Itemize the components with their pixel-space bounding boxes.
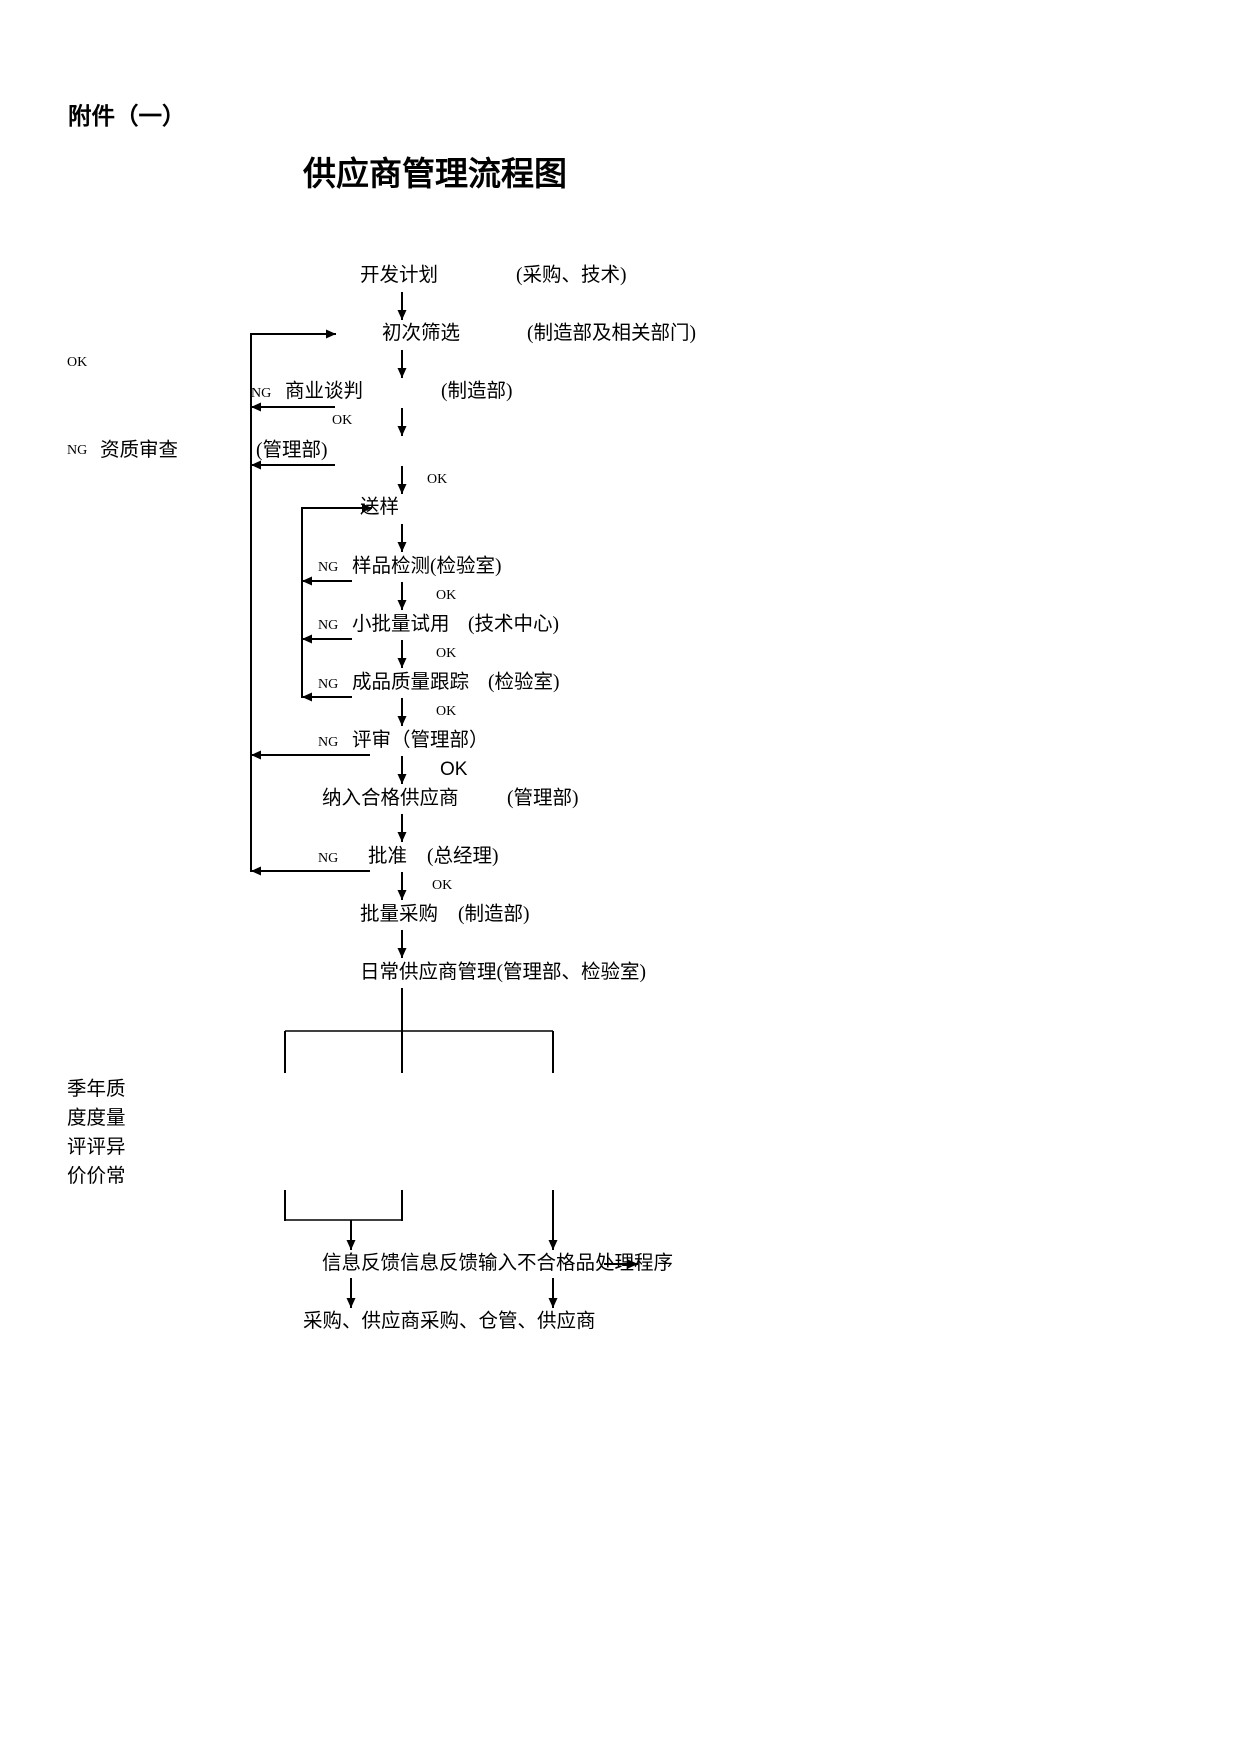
ng-label-review: NG [318, 735, 339, 750]
ng-label-approval: NG [318, 851, 339, 866]
node-tracking-dept: (检验室) [488, 672, 560, 693]
node-plan-dept: (采购、技术) [516, 265, 627, 286]
node-qualified-dept: (管理部) [507, 788, 579, 809]
node-trial-dept: (技术中心) [468, 614, 559, 635]
ng-label-tracking: NG [318, 677, 339, 692]
node-approval-dept: (总经理) [427, 846, 499, 867]
evaluation-row: 度度量 [67, 1108, 126, 1129]
node-review: 评审（管理部） [352, 730, 489, 752]
node-purchase-dept: (制造部) [458, 904, 530, 925]
node-plan-label: 开发计划 [360, 265, 439, 286]
node-negotiation-label: 商业谈判 [285, 381, 364, 402]
ok-label-left: OK [67, 355, 88, 370]
ok-label-negotiation: OK [332, 413, 353, 428]
node-trial-label: 小批量试用 [352, 614, 450, 635]
node-sample-test-label: 样品检测 [352, 556, 431, 577]
node-tracking-label: 成品质量跟踪 [352, 672, 470, 693]
ok-label-sample-test: OK [436, 588, 457, 603]
ng-label-trial: NG [318, 618, 339, 633]
ok-label-approval: OK [432, 878, 453, 893]
node-daily-label: 日常供应商管理 [360, 962, 497, 983]
evaluation-row: 价价常 [67, 1166, 126, 1187]
node-qualification-label: 资质审查 [100, 440, 179, 461]
node-review-label: 评审 [352, 730, 392, 751]
feedback-line: 信息反馈信息反馈输入不合格品处理程序 [322, 1253, 674, 1274]
ok-label-trial: OK [436, 646, 457, 661]
node-sample-test: 样品检测(检验室) [352, 556, 502, 578]
ok-label-qualification: OK [427, 472, 448, 487]
ok-label-tracking: OK [436, 704, 457, 719]
node-sample-test-dept: (检验室) [430, 556, 502, 577]
ng-label-qualification: NG [67, 443, 88, 458]
attachment-label: 附件（一） [68, 104, 186, 130]
evaluation-row: 评评异 [67, 1137, 126, 1158]
node-screening-dept: (制造部及相关部门) [527, 323, 696, 344]
evaluation-row: 季年质 [67, 1079, 126, 1100]
ok-label-review: OK [440, 759, 468, 780]
node-qualification-dept: (管理部) [256, 440, 328, 461]
node-screening-label: 初次筛选 [382, 323, 461, 344]
node-sampling-label: 送样 [360, 497, 400, 518]
node-daily-dept: (管理部、检验室) [496, 962, 647, 983]
ng-label-negotiation: NG [251, 386, 272, 401]
node-daily: 日常供应商管理(管理部、检验室) [360, 962, 646, 984]
page-title: 供应商管理流程图 [303, 157, 567, 193]
node-review-dept: （管理部） [391, 730, 489, 751]
node-qualified-label: 纳入合格供应商 [322, 788, 459, 809]
ng-label-sample-test: NG [318, 560, 339, 575]
recipients-line: 采购、供应商采购、仓管、供应商 [303, 1311, 596, 1332]
node-purchase-label: 批量采购 [360, 904, 439, 925]
node-approval-label: 批准 [368, 846, 408, 867]
node-negotiation-dept: (制造部) [441, 381, 513, 402]
